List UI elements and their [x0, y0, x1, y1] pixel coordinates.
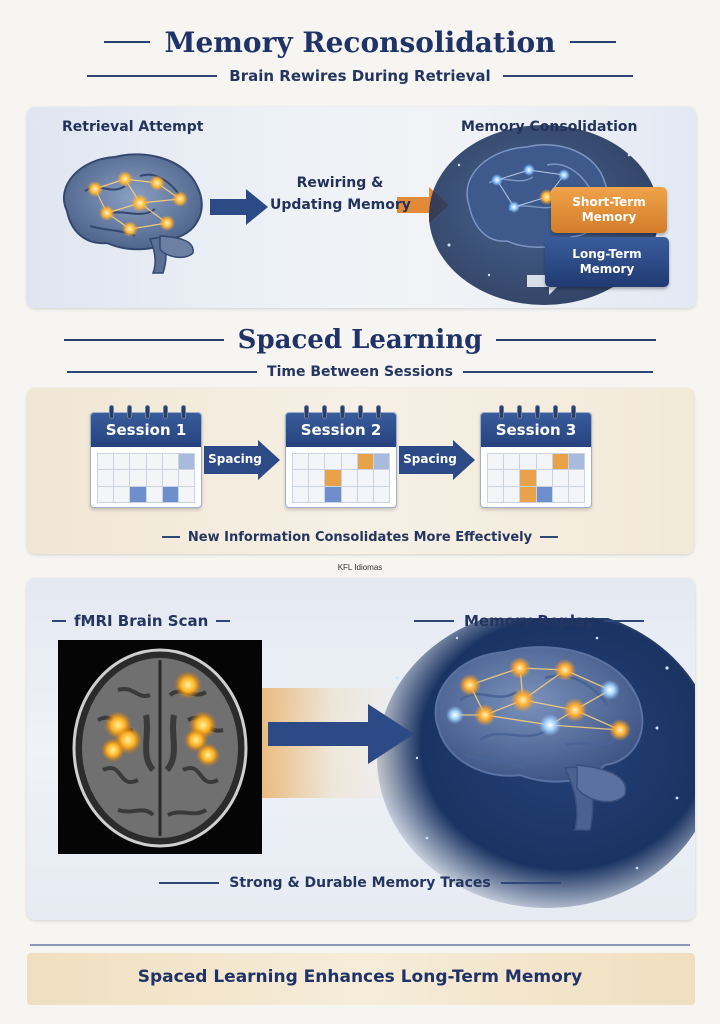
spacing-arrow-icon	[204, 440, 280, 480]
section2-subrule-left	[67, 371, 258, 373]
footer-row: Spaced Learning Enhances Long-Term Memor…	[0, 964, 720, 990]
replay-rule-right	[604, 620, 645, 622]
section3-caption: Strong & Durable Memory Traces	[229, 875, 491, 891]
section3-caption-row: Strong & Durable Memory Traces	[0, 872, 720, 894]
arrow-right-icon	[210, 189, 268, 225]
replay-label-row: Memory Replay	[0, 609, 720, 633]
watermark-text: KFL Idiomas	[337, 563, 383, 572]
s3-caption-rule-right	[500, 882, 561, 884]
section2-caption-row: New Information Consolidates More Effect…	[0, 527, 720, 547]
caption-rule-right	[540, 536, 559, 538]
section2-rule-left	[63, 339, 224, 341]
long-term-line2: Memory	[579, 262, 635, 276]
title-rule-left	[104, 41, 151, 43]
section2-title: Spaced Learning	[237, 325, 483, 355]
rewiring-label: Rewiring & Updating Memory	[270, 172, 411, 216]
subtitle-rule-left	[87, 75, 218, 77]
fmri-rule-right	[216, 620, 231, 622]
memory-replay-label: Memory Replay	[464, 612, 595, 630]
section2-subrule-right	[462, 371, 653, 373]
memory-replay-brain-icon	[434, 646, 644, 831]
fmri-brain-scan-label: fMRI Brain Scan	[74, 612, 209, 630]
s3-caption-rule-left	[159, 882, 220, 884]
page-subtitle: Brain Rewires During Retrieval	[229, 67, 491, 85]
spacing-label-2: Spacing	[403, 452, 457, 466]
retrieval-attempt-label: Retrieval Attempt	[62, 119, 204, 135]
footer-text: Spaced Learning Enhances Long-Term Memor…	[137, 967, 583, 987]
calendar-session-3: Session 3	[480, 405, 592, 508]
section2-rule-right	[496, 339, 657, 341]
spaced-learning-subtitle-row: Time Between Sessions	[0, 361, 720, 383]
caption-rule-left	[161, 536, 180, 538]
calendar-grid	[292, 453, 390, 503]
section2-caption: New Information Consolidates More Effect…	[187, 529, 533, 545]
page-title: Memory Reconsolidation	[164, 25, 556, 59]
memory-consolidation-label: Memory Consolidation	[461, 119, 638, 135]
short-term-line2: Memory	[581, 210, 637, 224]
spaced-learning-title-row: Spaced Learning	[0, 322, 720, 358]
fmri-rule-left	[52, 620, 66, 622]
section2-subtitle: Time Between Sessions	[267, 364, 453, 380]
rewiring-line2: Updating Memory	[270, 197, 411, 213]
calendar-grid	[487, 453, 585, 503]
footer-band	[27, 953, 695, 1005]
spacing-label-1: Spacing	[208, 452, 262, 466]
fmri-scan-image	[58, 640, 262, 854]
subtitle-rule-right	[502, 75, 633, 77]
short-term-line1: Short-Term	[572, 195, 646, 209]
rewiring-line1: Rewiring &	[296, 175, 384, 191]
spacing-arrow-icon	[399, 440, 475, 480]
title-rule-right	[569, 41, 616, 43]
fmri-label-row: fMRI Brain Scan	[0, 609, 720, 633]
calendar-session-2: Session 2	[285, 405, 397, 508]
replay-rule-left	[414, 620, 454, 622]
calendar-session-1: Session 1	[90, 405, 202, 508]
header-subtitle-row: Brain Rewires During Retrieval	[0, 64, 720, 88]
calendar-grid	[97, 453, 195, 503]
retrieval-brain-icon	[63, 153, 203, 274]
arrow-right-icon	[268, 704, 414, 764]
long-term-line1: Long-Term	[572, 247, 642, 261]
header-title-row: Memory Reconsolidation	[0, 24, 720, 60]
footer-top-rule	[30, 944, 690, 946]
